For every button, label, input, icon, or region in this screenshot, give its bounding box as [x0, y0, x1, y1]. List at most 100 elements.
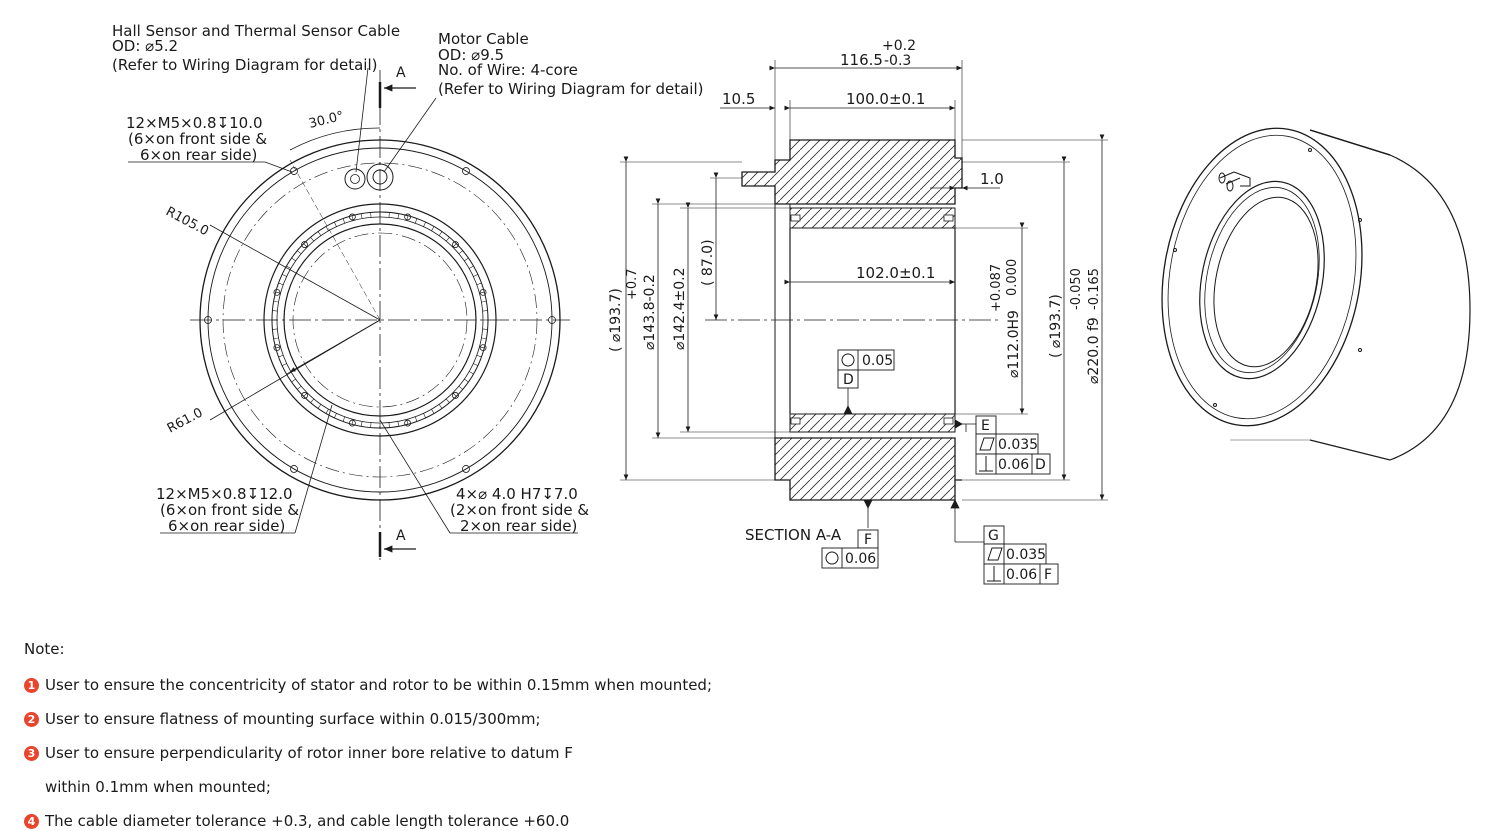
holes-bottom-2: (6×on front side &: [160, 501, 299, 519]
magnet-slot: [438, 231, 443, 236]
front-view-labels: Hall Sensor and Thermal Sensor Cable OD:…: [112, 22, 703, 544]
magnet-slot: [469, 265, 474, 269]
radius-outer-label: R105.0: [163, 204, 211, 239]
note-item: 2 User to ensure flatness of mounting su…: [24, 702, 924, 736]
magnet-slot: [281, 274, 287, 277]
flatness-icon: [987, 547, 1003, 561]
front-view: [128, 67, 578, 560]
dia-220-tol-upper: -0.050: [1069, 268, 1084, 310]
magnet-slot: [423, 221, 426, 227]
magnet-slot: [423, 413, 426, 419]
notes-title: Note:: [24, 640, 65, 658]
datum-g: G: [988, 528, 999, 544]
motor-cable-label-3: No. of Wire: 4-core: [438, 61, 578, 79]
magnet-slot: [278, 354, 284, 358]
magnet-slot: [476, 354, 482, 358]
section-mark-bottom: A: [396, 528, 406, 544]
magnet-slot: [317, 404, 322, 409]
magnet-slot: [431, 409, 435, 414]
magnet-slot: [297, 385, 302, 390]
mounting-hole: [404, 213, 412, 221]
magnet-slot: [438, 404, 443, 409]
motor-cable-label-2: OD: ⌀9.5: [438, 46, 504, 64]
magnet-slot: [286, 265, 291, 269]
magnet-slot: [281, 363, 287, 366]
magnet-slot: [464, 378, 469, 383]
dim-total: 116.5: [840, 51, 883, 69]
note-item-continued: within 0.1mm when mounted;: [24, 770, 924, 804]
notes-section: Note: 1 User to ensure the concentricity…: [24, 640, 924, 831]
holes-top-2: (6×on front side &: [128, 130, 267, 148]
circularity-icon: [825, 551, 839, 565]
dim-step: 1.0: [980, 170, 1004, 188]
magnet-slot: [473, 274, 479, 277]
mounting-hole: [452, 241, 459, 248]
holes-bottom-1: 12×M5×0.8↧12.0: [156, 485, 293, 503]
datum-f: F: [864, 532, 872, 548]
dia-220-tol-lower: -0.165: [1087, 268, 1102, 310]
note-text: User to ensure perpendicularity of rotor…: [45, 744, 573, 762]
magnet-slot: [334, 221, 337, 227]
note-number-badge: 3: [24, 745, 39, 761]
mounting-hole: [301, 241, 308, 248]
magnet-slot: [360, 421, 363, 427]
magnet-slot: [297, 250, 302, 255]
magnet-slot: [360, 213, 363, 219]
note-number-badge: 1: [24, 677, 39, 693]
magnet-slot: [481, 300, 487, 303]
note-item: 4 The cable diameter tolerance +0.3, and…: [24, 804, 924, 831]
note-item: 1 User to ensure the concentricity of st…: [24, 668, 924, 702]
dia-112-tol-lower: 0.000: [1005, 259, 1020, 296]
gdt-e-flatness: 0.035: [998, 437, 1038, 453]
dia-112: ⌀112.0H9: [1006, 310, 1022, 378]
hall-cable-label-1: Hall Sensor and Thermal Sensor Cable: [112, 22, 400, 40]
note-text: User to ensure flatness of mounting surf…: [45, 710, 541, 728]
dim-inner-length: 102.0±0.1: [856, 264, 935, 282]
magnet-slot: [397, 421, 400, 427]
magnet-slot: [481, 337, 487, 340]
magnet-slot: [458, 385, 463, 390]
magnet-slot: [464, 257, 469, 262]
pin-holes-2: (2×on front side &: [450, 501, 589, 519]
gdt-g-ref: F: [1044, 567, 1052, 583]
magnet-slot: [310, 398, 315, 403]
magnet-slot: [414, 218, 418, 224]
holes-top-3: 6×on rear side): [140, 146, 257, 164]
dia-ref-right: ( ⌀193.7): [1048, 294, 1064, 358]
magnet-slot: [476, 282, 482, 286]
bolt-hole: [204, 316, 212, 324]
note-number-badge: 2: [24, 711, 39, 727]
magnet-slot: [397, 213, 400, 219]
dim-width: 100.0±0.1: [846, 90, 925, 108]
magnet-slot: [473, 363, 479, 366]
mounting-hole: [348, 419, 356, 427]
dia-220: ⌀220.0 f9: [1086, 317, 1102, 384]
gdt-g-perp: 0.06: [1006, 567, 1037, 583]
mounting-hole: [273, 344, 281, 352]
magnet-slot: [325, 409, 329, 414]
note-text: The cable diameter tolerance +0.3, and c…: [45, 812, 570, 830]
tol-lower: -0.3: [884, 53, 911, 69]
dia-ref-left: ( ⌀193.7): [608, 288, 624, 352]
magnet-slot: [334, 413, 337, 419]
magnet-slot: [273, 300, 279, 303]
radius-inner-label: R61.0: [165, 405, 206, 436]
magnet-slot: [278, 282, 284, 286]
section-labels: +0.2 116.5 -0.3 10.5 100.0±0.1 1.0 102.0…: [608, 38, 1102, 583]
flatness-icon: [979, 437, 995, 451]
magnet-slot: [342, 416, 346, 422]
mounting-hole: [404, 419, 412, 427]
mounting-hole: [479, 344, 487, 352]
magnet-slot: [291, 257, 296, 262]
mounting-hole: [479, 288, 487, 296]
gdt-d-circularity: 0.05: [862, 353, 893, 369]
gdt-f-circularity: 0.06: [845, 551, 876, 567]
motor-cable-label-4: (Refer to Wiring Diagram for detail): [438, 80, 703, 98]
section-title: SECTION A-A: [745, 526, 842, 544]
perpendicularity-icon: [987, 566, 1001, 582]
magnet-slot: [291, 378, 296, 383]
pin-holes-1: 4×⌀ 4.0 H7↧7.0: [456, 485, 578, 503]
gdt-e-perp: 0.06: [998, 457, 1029, 473]
magnet-slot: [445, 398, 450, 403]
